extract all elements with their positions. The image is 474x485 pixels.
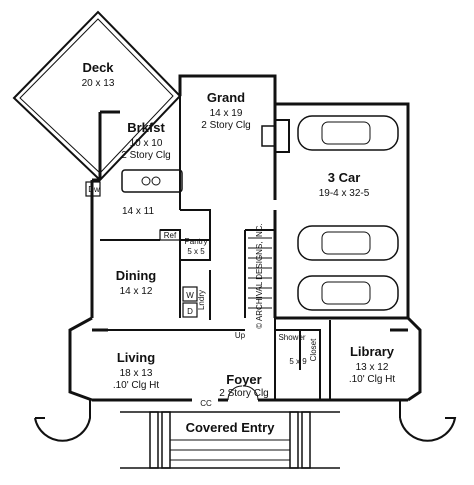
brkfst-name: Brkfst bbox=[127, 120, 165, 135]
washer-dryer bbox=[182, 286, 198, 318]
car-3 bbox=[297, 275, 399, 311]
foyer-name: Foyer bbox=[226, 372, 261, 387]
closet-label: Closet bbox=[309, 338, 318, 361]
deck-name: Deck bbox=[82, 60, 114, 75]
dining-dims: 14 x 12 bbox=[120, 286, 153, 297]
front-door bbox=[227, 385, 259, 401]
deck-dims: 20 x 13 bbox=[82, 78, 115, 89]
brkfst-note: 2 Story Clg bbox=[121, 150, 170, 161]
library-dims: 13 x 12 bbox=[356, 362, 389, 373]
car-2 bbox=[297, 225, 399, 261]
staircase bbox=[248, 237, 272, 309]
bath-dims-label: 5 x 9 bbox=[289, 357, 307, 366]
grand-note: 2 Story Clg bbox=[201, 120, 250, 131]
dw-label: Dw bbox=[88, 185, 100, 194]
pantry-name: Pantry bbox=[184, 237, 207, 246]
living-name: Living bbox=[117, 350, 155, 365]
fireplace bbox=[261, 119, 290, 153]
car-1 bbox=[297, 115, 399, 151]
living-note: .10' Clg Ht bbox=[113, 380, 160, 391]
library-note: .10' Clg Ht bbox=[349, 374, 396, 385]
grand-dims: 14 x 19 bbox=[210, 108, 243, 119]
lndry-label: Lndry bbox=[197, 290, 206, 310]
dishwasher bbox=[85, 181, 101, 197]
grand-name: Grand bbox=[207, 90, 245, 105]
brkfst-dims: 10 x 10 bbox=[130, 138, 163, 149]
cc-label: CC bbox=[200, 399, 212, 408]
garage-dims: 19-4 x 32-5 bbox=[319, 188, 370, 199]
up-label: Up bbox=[235, 331, 246, 340]
kitchen-island bbox=[121, 169, 183, 193]
garage-name: 3 Car bbox=[328, 170, 361, 185]
ref-label: Ref bbox=[164, 231, 177, 240]
dining-name: Dining bbox=[116, 268, 156, 283]
front-steps bbox=[34, 400, 457, 442]
living-dims: 18 x 13 bbox=[120, 368, 153, 379]
refrigerator bbox=[159, 229, 181, 241]
covered-entry bbox=[120, 411, 340, 469]
shower-label: Shower bbox=[278, 333, 305, 342]
kitchen-dims: 14 x 11 bbox=[122, 206, 154, 217]
covered-entry-name: Covered Entry bbox=[186, 420, 276, 435]
foyer-note: 2 Story Clg bbox=[219, 388, 268, 399]
library-name: Library bbox=[350, 344, 395, 359]
w-label: W bbox=[186, 291, 194, 300]
d-label: D bbox=[187, 307, 193, 316]
copyright-text: © ARCHIVAL DESIGNS, INC. bbox=[255, 223, 264, 328]
pantry-dims: 5 x 5 bbox=[187, 247, 205, 256]
